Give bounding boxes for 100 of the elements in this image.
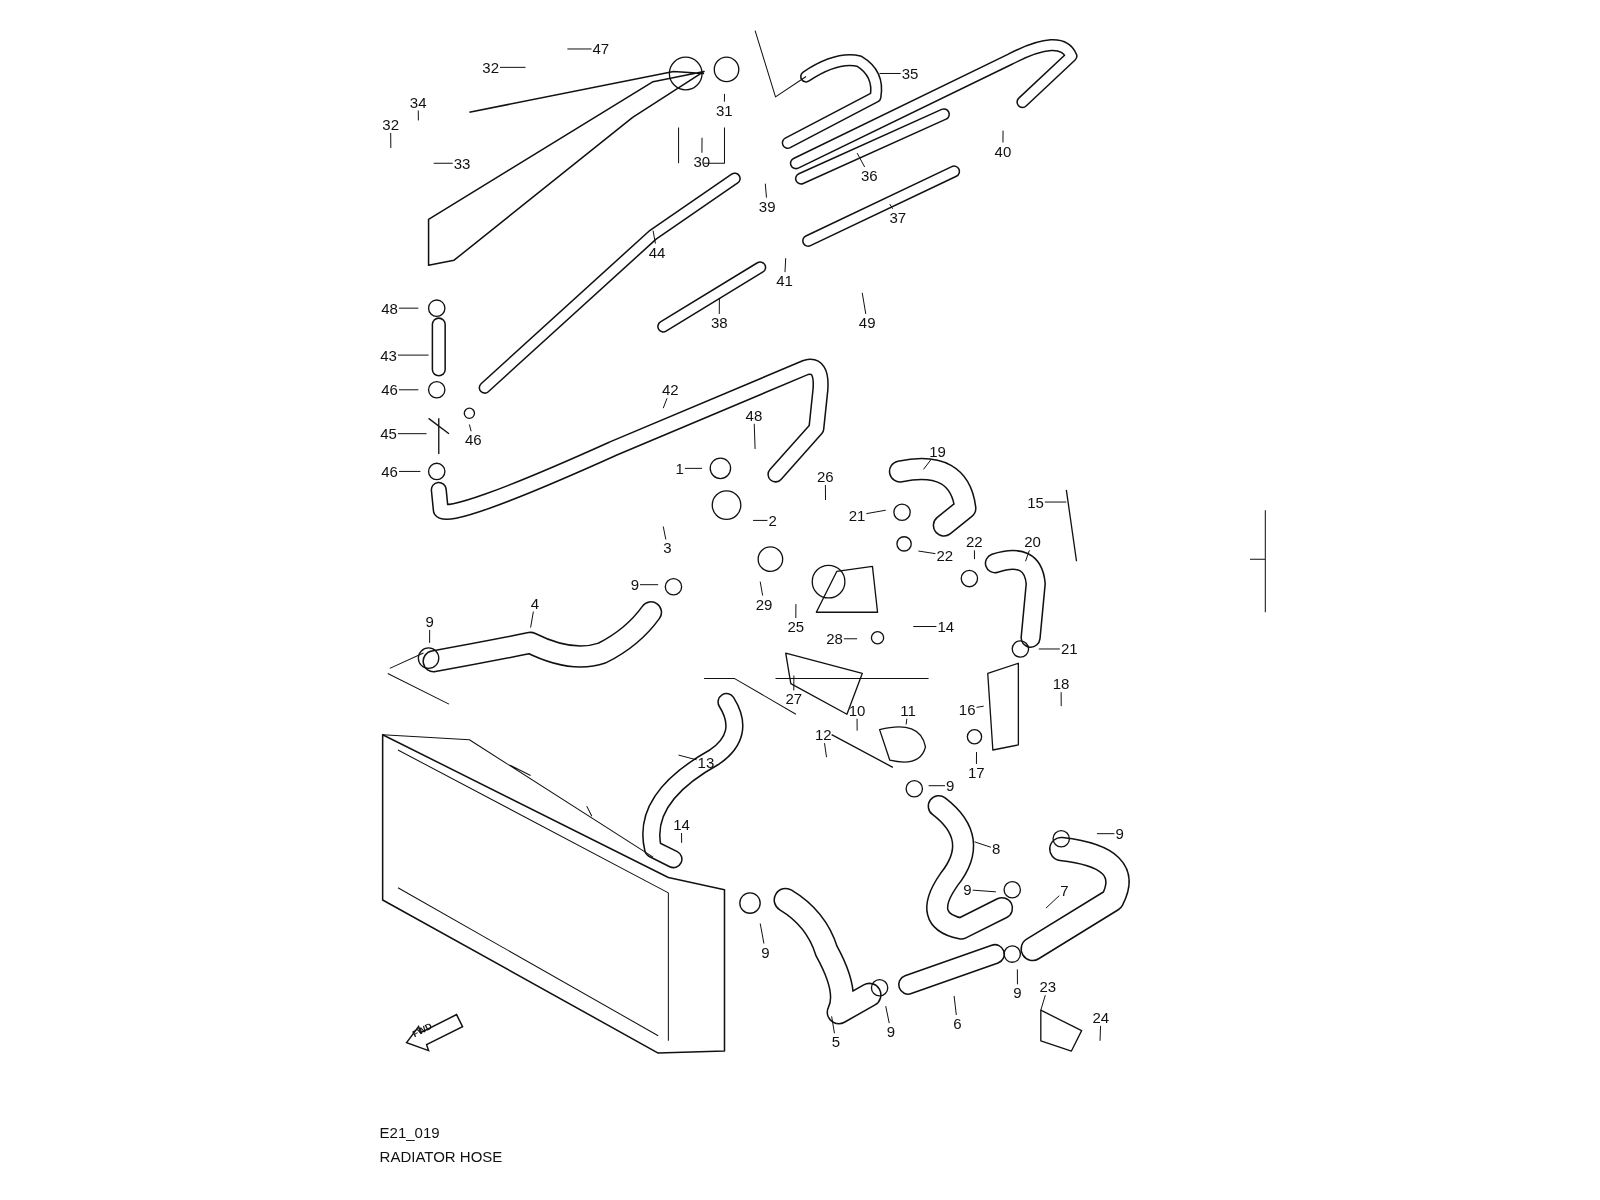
callout-number: 14: [936, 618, 956, 635]
leader-line: [793, 675, 795, 691]
callout-number: 17: [967, 763, 986, 781]
callout-number: 49: [857, 313, 877, 331]
callout-number: 32: [381, 116, 400, 133]
callout-number: 1: [674, 459, 685, 477]
leader-line: [417, 110, 419, 121]
leader-line: [953, 995, 957, 1016]
callout-number: 25: [786, 618, 806, 635]
callout-number: 18: [1051, 675, 1071, 693]
leader-line: [1060, 691, 1062, 707]
leader-line: [468, 424, 472, 432]
callout-number: 45: [379, 425, 398, 443]
leader-line: [912, 626, 937, 628]
callout-number: 13: [696, 753, 716, 771]
leader-line: [843, 638, 858, 640]
leader-line: [1099, 1025, 1102, 1042]
callout-number: 27: [784, 690, 804, 708]
callout-number: 37: [888, 208, 908, 226]
leader-line: [566, 48, 592, 50]
leader-line: [639, 584, 659, 586]
callout-number: 22: [935, 546, 955, 564]
callout-number: 39: [757, 197, 777, 215]
leader-line: [390, 132, 392, 149]
leader-line: [865, 509, 887, 515]
callout-number: 2: [767, 511, 778, 529]
callout-number: 9: [1114, 825, 1125, 843]
leader-line: [824, 742, 828, 758]
leader-line: [1096, 833, 1115, 835]
callout-number: 32: [481, 58, 500, 76]
leader-line: [824, 484, 826, 501]
callout-number: 43: [379, 346, 398, 364]
leader-line: [662, 526, 667, 540]
leader-line: [1025, 549, 1030, 562]
callout-number: 9: [629, 576, 641, 594]
callout-number: 9: [1012, 984, 1023, 1002]
callout-number: 26: [816, 468, 835, 485]
leader-line: [856, 152, 866, 168]
leader-line: [905, 718, 908, 725]
leader-line: [1045, 895, 1060, 909]
leader-line: [652, 230, 656, 245]
leader-line: [718, 297, 720, 315]
leader-line: [684, 467, 703, 469]
callout-number: 3: [662, 539, 673, 557]
leader-line: [723, 93, 725, 103]
leader-line: [678, 754, 698, 761]
callout-number: 38: [709, 313, 729, 331]
callout-number: 12: [813, 726, 833, 744]
callout-number: 28: [825, 630, 844, 648]
callout-number: 31: [715, 101, 734, 119]
leader-line: [764, 183, 767, 199]
callout-number: 36: [859, 167, 879, 184]
leader-line: [879, 72, 902, 74]
callout-number: 46: [380, 381, 399, 399]
leader-line: [759, 581, 764, 597]
callout-number: 21: [1059, 640, 1079, 658]
callout-number: 8: [990, 840, 1002, 858]
leader-line: [499, 66, 526, 68]
callout-number: 22: [965, 533, 984, 551]
callout-number: 42: [660, 381, 680, 399]
callout-number: 19: [928, 442, 947, 460]
callout-number: 9: [885, 1023, 897, 1041]
callout-number: 6: [952, 1014, 963, 1032]
callout-number: 44: [647, 243, 667, 261]
callout-number: 48: [380, 299, 399, 317]
callout-number: 29: [754, 595, 774, 613]
leader-line: [831, 1015, 835, 1034]
callout-number: 14: [672, 816, 691, 833]
callout-number: 24: [1091, 1008, 1111, 1026]
leader-line: [889, 203, 894, 210]
leader-line: [701, 137, 703, 154]
callout-number: 9: [962, 881, 973, 899]
callout-number: 9: [945, 777, 956, 795]
callout-number: 10: [847, 701, 867, 719]
leader-line: [681, 832, 683, 844]
callout-number: 35: [900, 64, 920, 82]
leader-line: [530, 611, 534, 629]
leader-line: [752, 519, 768, 521]
leader-line: [1002, 130, 1004, 143]
callout-number: 16: [957, 700, 977, 718]
callout-number: 9: [424, 612, 435, 630]
callout-number: 41: [775, 272, 794, 290]
callout-number: 9: [760, 943, 771, 961]
leader-line: [662, 397, 668, 409]
callout-number: 47: [591, 40, 611, 58]
callout-number: 23: [1038, 978, 1058, 996]
leader-line: [397, 433, 428, 435]
leader-line: [795, 603, 797, 619]
callout-number: 46: [380, 462, 399, 480]
leader-line: [917, 550, 936, 555]
leader-line: [1038, 648, 1061, 650]
callout-number: 46: [463, 431, 483, 449]
leader-line: [784, 257, 787, 273]
callout-number: 4: [529, 594, 541, 612]
leader-line: [972, 889, 997, 893]
drawing-title: RADIATOR HOSE: [379, 1147, 503, 1165]
callout-number: 15: [1026, 493, 1045, 511]
callout-number: 30: [692, 152, 712, 170]
leader-line: [975, 751, 978, 765]
callout-number: 33: [452, 154, 472, 172]
